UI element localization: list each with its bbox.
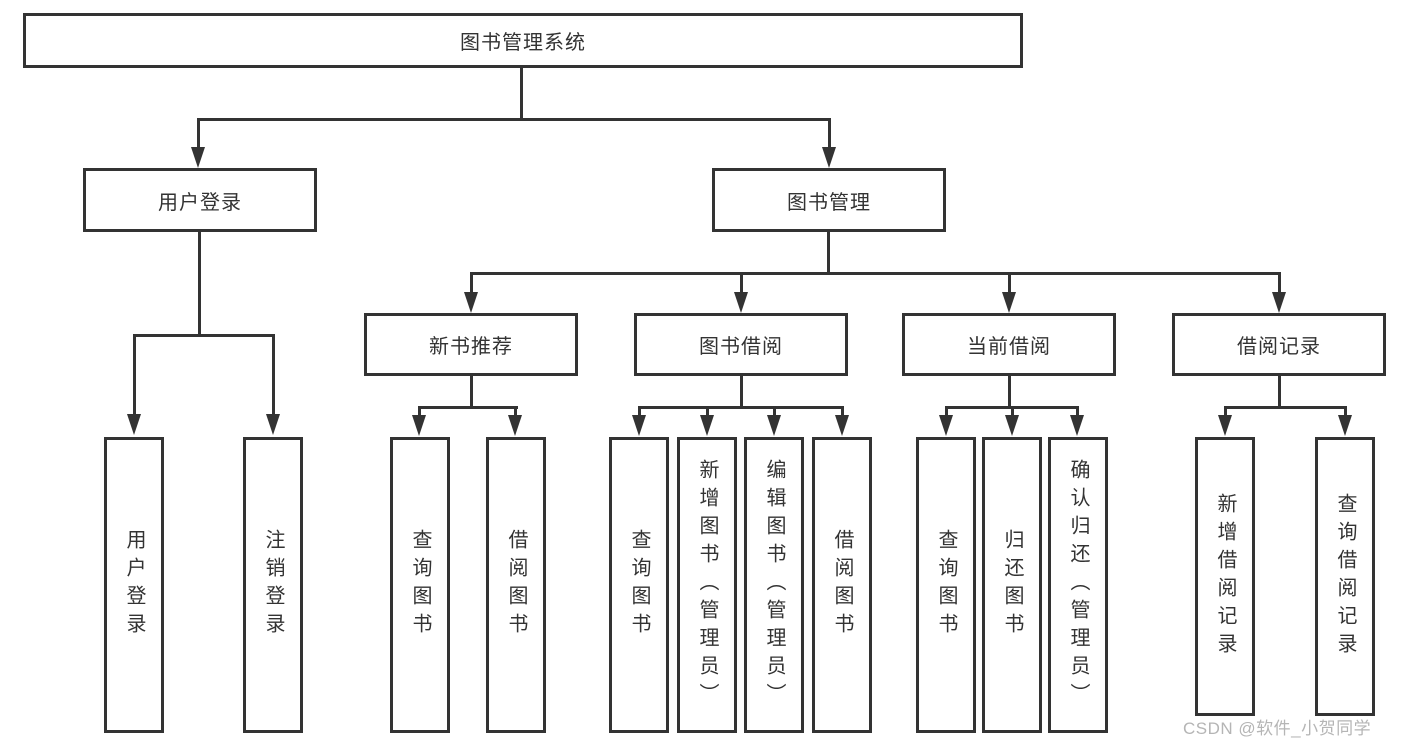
connector-line <box>828 118 831 148</box>
connector-line <box>706 406 709 416</box>
connector-line <box>470 272 473 294</box>
node-borrowing-records: 借阅记录 <box>1172 313 1386 376</box>
node-label: 编辑图书（管理员） <box>763 459 785 711</box>
connector-line <box>418 406 518 409</box>
arrow-down-icon <box>464 292 478 313</box>
node-label: 查询图书 <box>409 529 431 641</box>
connector-line <box>520 68 523 118</box>
node-label: 新增借阅记录 <box>1214 492 1236 661</box>
node-add-borrow-record: 新增借阅记录 <box>1195 437 1255 716</box>
node-label: 查询借阅记录 <box>1334 492 1356 661</box>
node-label: 查询图书 <box>935 529 957 641</box>
connector-line <box>133 334 275 337</box>
node-label: 借阅图书 <box>505 529 527 641</box>
node-query-borrow-record: 查询借阅记录 <box>1315 437 1375 716</box>
node-current-borrowing: 当前借阅 <box>902 313 1116 376</box>
node-new-book-recommend: 新书推荐 <box>364 313 578 376</box>
connector-line <box>773 406 776 416</box>
connector-line <box>133 334 136 415</box>
connector-line <box>638 406 844 409</box>
node-label: 新增图书（管理员） <box>696 459 718 711</box>
arrow-down-icon <box>700 415 714 436</box>
connector-line <box>197 118 831 121</box>
connector-line <box>638 406 641 416</box>
connector-line <box>470 272 1281 275</box>
node-book-borrowing: 图书借阅 <box>634 313 848 376</box>
arrow-down-icon <box>266 414 280 435</box>
connector-line <box>470 376 473 407</box>
node-borrow-books-recommend: 借阅图书 <box>486 437 546 733</box>
node-query-books-recommend: 查询图书 <box>390 437 450 733</box>
node-library-management-system: 图书管理系统 <box>23 13 1023 68</box>
arrow-down-icon <box>822 147 836 168</box>
arrow-down-icon <box>767 415 781 436</box>
node-logout: 注销登录 <box>243 437 303 733</box>
connector-line <box>514 406 517 416</box>
connector-line <box>1278 376 1281 407</box>
arrow-down-icon <box>835 415 849 436</box>
arrow-down-icon <box>508 415 522 436</box>
connector-line <box>198 232 201 336</box>
node-query-books-borrowing: 查询图书 <box>609 437 669 733</box>
connector-line <box>1076 406 1079 416</box>
node-label: 查询图书 <box>628 529 650 641</box>
connector-line <box>272 334 275 415</box>
connector-line <box>1278 272 1281 294</box>
node-label: 归还图书 <box>1001 529 1023 641</box>
node-query-books-current: 查询图书 <box>916 437 976 733</box>
arrow-down-icon <box>632 415 646 436</box>
arrow-down-icon <box>939 415 953 436</box>
node-borrow-books: 借阅图书 <box>812 437 872 733</box>
node-user-login-leaf: 用户登录 <box>104 437 164 733</box>
arrow-down-icon <box>1002 292 1016 313</box>
arrow-down-icon <box>1272 292 1286 313</box>
connector-line <box>1011 406 1014 416</box>
arrow-down-icon <box>127 414 141 435</box>
node-user-login: 用户登录 <box>83 168 317 232</box>
node-book-management: 图书管理 <box>712 168 946 232</box>
node-return-books: 归还图书 <box>982 437 1042 733</box>
connector-line <box>1008 272 1011 294</box>
arrow-down-icon <box>1218 415 1232 436</box>
node-label: 用户登录 <box>123 529 145 641</box>
node-confirm-return-admin: 确认归还（管理员） <box>1048 437 1108 733</box>
connector-line <box>841 406 844 416</box>
arrow-down-icon <box>1070 415 1084 436</box>
connector-line <box>827 232 830 273</box>
node-label: 确认归还（管理员） <box>1067 459 1089 711</box>
connector-line <box>1224 406 1346 409</box>
node-edit-books-admin: 编辑图书（管理员） <box>744 437 804 733</box>
connector-line <box>197 118 200 148</box>
arrow-down-icon <box>412 415 426 436</box>
connector-line <box>418 406 421 416</box>
connector-line <box>945 406 948 416</box>
arrow-down-icon <box>191 147 205 168</box>
connector-line <box>740 376 743 407</box>
csdn-watermark: CSDN @软件_小贺同学 <box>1183 719 1372 738</box>
node-label: 注销登录 <box>262 529 284 641</box>
connector-line <box>1008 376 1011 407</box>
arrow-down-icon <box>1338 415 1352 436</box>
node-add-books-admin: 新增图书（管理员） <box>677 437 737 733</box>
connector-line <box>1344 406 1347 416</box>
node-label: 借阅图书 <box>831 529 853 641</box>
connector-line <box>740 272 743 294</box>
arrow-down-icon <box>1005 415 1019 436</box>
connector-line <box>1224 406 1227 416</box>
arrow-down-icon <box>734 292 748 313</box>
